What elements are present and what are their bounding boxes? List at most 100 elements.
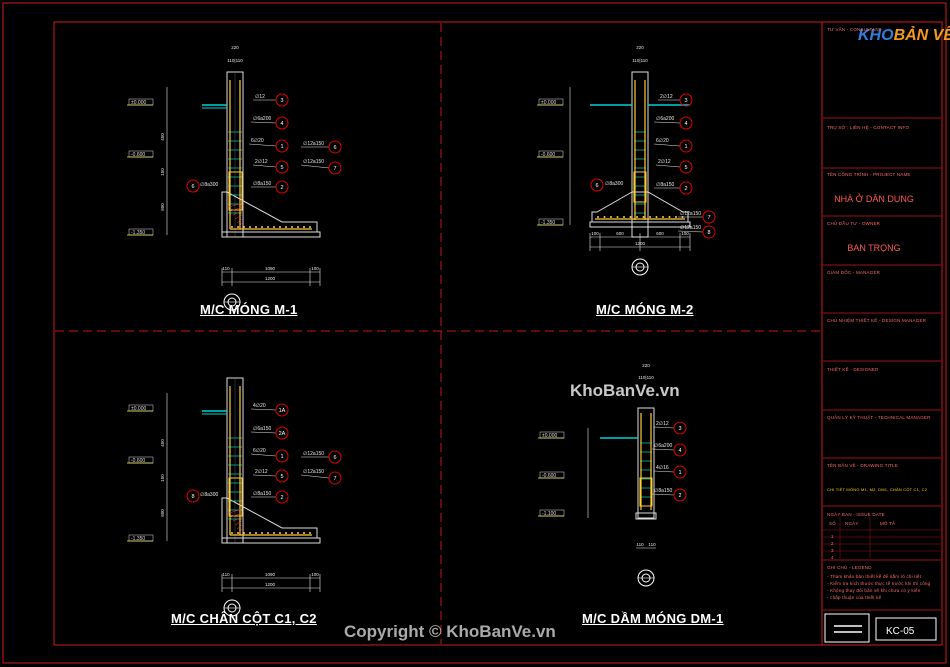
callout-circle [275, 449, 289, 463]
callout-circle [275, 403, 289, 417]
level-0-box [128, 404, 154, 412]
bottom-rebar-dot [610, 216, 612, 218]
rev-row-2: 2 [831, 541, 834, 546]
callout-number: 5 [280, 165, 283, 171]
rebar-label: ∅6a150 [253, 426, 271, 432]
rebar-label: 2∅12 [660, 94, 673, 100]
callout-number: 1 [280, 144, 283, 150]
leader-line [250, 408, 277, 411]
rebar-label: 6∅20 [251, 138, 264, 144]
bottom-rebar-dot [649, 216, 651, 218]
leader-line [677, 230, 704, 233]
rebar-label: ∅12a150 [303, 469, 324, 475]
rebar-label: ∅12a150 [303, 159, 324, 165]
callout-left-circle [186, 179, 200, 193]
dim-c: 600 [656, 231, 664, 236]
bottom-rebar-dot [291, 532, 293, 534]
bottom-rebar-dot [261, 226, 263, 228]
level-0-box [128, 98, 154, 106]
bottom-rebar-dot [273, 532, 275, 534]
drawing-title-value: CHI TIẾT MÓNG M1, M2, DM1, CHÂN CỘT C1, … [827, 487, 928, 492]
project-label: TÊN CÔNG TRÌNH - PROJECT NAME [827, 172, 911, 177]
drawing-title-label: TÊN BẢN VẼ - DRAWING TITLE [827, 463, 898, 468]
callout-number: 5 [684, 165, 687, 171]
rebar-label: ∅8a150 [656, 182, 674, 188]
callout-left-number: 6 [191, 184, 194, 190]
callout-number: 5 [280, 474, 283, 480]
bottom-rebar-dot [297, 532, 299, 534]
cage-hatch [232, 210, 243, 216]
level-1-box [539, 471, 565, 479]
callout-circle [673, 488, 687, 502]
designer-label: THIẾT KẾ - DESIGNED [827, 367, 879, 372]
callout-number: 4 [280, 121, 283, 127]
footing-outline [591, 191, 689, 223]
dim-a: 110 [222, 572, 230, 577]
callout-number: 2 [684, 186, 687, 192]
beam-outline [637, 407, 655, 519]
leader-line [300, 164, 330, 169]
bottom-rebar-dot [303, 532, 305, 534]
cage-hatch [236, 524, 243, 530]
bottom-rebar-dot [629, 216, 632, 218]
notes-label: GHI CHÚ - LEGEND [827, 565, 872, 570]
lean-concrete [221, 537, 321, 544]
rebar-label: ∅12a150 [303, 141, 324, 147]
title-block-grid [823, 117, 941, 643]
bottom-rebar-dot [636, 216, 638, 218]
bottom-rebar-dot [237, 226, 239, 228]
bottom-rebar-dot [285, 226, 287, 228]
bottom-rebar-dot [291, 226, 293, 228]
bottom-rebar-dot [623, 216, 625, 218]
owner-label: TƯ VẤN - CONSULTANT [827, 27, 882, 32]
lean-concrete [635, 512, 657, 520]
bottom-rebar-dot [668, 216, 671, 218]
leader-line [653, 426, 675, 429]
level-0-text: ±0.000 [131, 100, 146, 106]
bottom-rebar-dot [309, 226, 311, 228]
callout-circle [275, 116, 289, 130]
callout-number: 3 [678, 426, 681, 432]
callout-circle [679, 139, 693, 153]
dim-vert-label: 600 [160, 509, 165, 517]
watermark-mid: KhoBanVe.vn [570, 381, 680, 400]
rebar-label: ∅8a150 [253, 491, 271, 497]
callout-number: 4 [678, 448, 681, 454]
tb-stamp-box [824, 613, 870, 643]
callout-circle [328, 140, 342, 154]
callout-number: 3 [280, 98, 283, 104]
leader-line [248, 143, 277, 147]
rebar-label: ∅12a150 [680, 225, 701, 231]
starter-cage [228, 477, 243, 517]
leader-line [653, 470, 675, 473]
lean-concrete [221, 231, 321, 238]
dim-vert-label: 150 [160, 168, 165, 176]
level-2-text: -1.350 [541, 220, 555, 226]
callout-circle [673, 465, 687, 479]
rebar-label: ∅8a150 [654, 488, 672, 494]
dim-b: 1090 [265, 572, 276, 577]
title-block-frame [821, 21, 943, 646]
callout-number: 7 [333, 166, 336, 172]
rev-header-desc: MÔ TẢ [880, 521, 896, 526]
bottom-rebar-dot [237, 532, 239, 534]
callout-circle [275, 469, 289, 483]
leader-line [250, 431, 277, 434]
cage-hatch [234, 214, 243, 220]
bottom-rebar-dot [231, 226, 233, 228]
top-dim: 220 [231, 45, 239, 50]
cage-hatch [234, 520, 243, 526]
callout-number: 2 [280, 495, 283, 501]
dim-b: 1090 [265, 266, 276, 271]
bottom-rebar-dot [285, 532, 287, 534]
callout-circle [275, 93, 289, 107]
level-1-text: -0.600 [131, 152, 145, 158]
callout-circle [673, 421, 687, 435]
leader-line [252, 474, 277, 477]
top-dim: 220 [642, 363, 650, 368]
top-dim: 220 [636, 45, 644, 50]
bottom-rebar-dot [662, 216, 664, 218]
note-4: - chấp thuận của thiết kế [827, 595, 882, 600]
note-2: - Kiểm tra kích thước thực tế trước khi … [827, 581, 931, 586]
